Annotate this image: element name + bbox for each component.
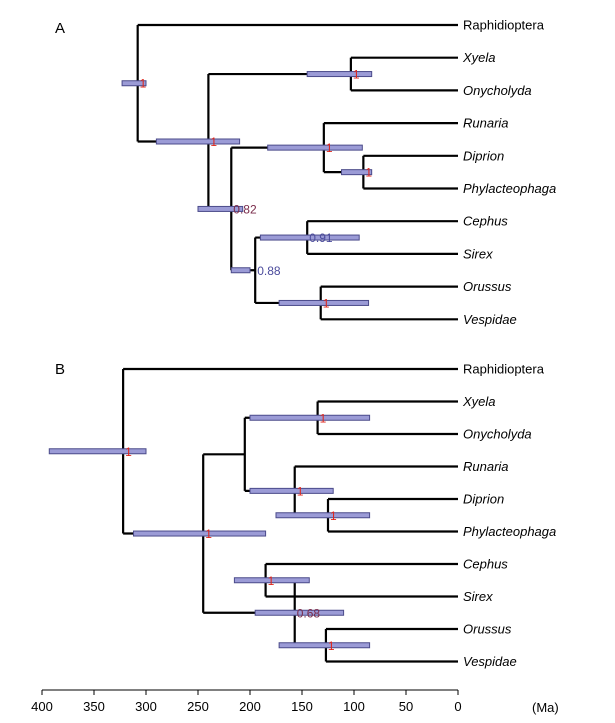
posterior-support-label: 0.91 bbox=[309, 231, 333, 245]
tip-label-onycholyda: Onycholyda bbox=[463, 427, 532, 442]
panel-a-label: A bbox=[55, 20, 65, 37]
hpd-interval-bar bbox=[275, 512, 371, 519]
tip-label-diprion: Diprion bbox=[463, 148, 504, 163]
tip-label-diprion: Diprion bbox=[463, 492, 504, 507]
tip-label-orussus: Orussus bbox=[463, 622, 512, 637]
tip-label-sirex: Sirex bbox=[463, 589, 493, 604]
hpd-interval-bar bbox=[121, 80, 147, 87]
hpd-interval-bar bbox=[254, 609, 345, 616]
tip-label-raphidioptera: Raphidioptera bbox=[463, 18, 545, 33]
hpd-interval-bar bbox=[233, 577, 310, 584]
tip-label-cephus: Cephus bbox=[463, 214, 508, 229]
tip-label-runaria: Runaria bbox=[463, 116, 509, 131]
axis-tick-label: 0 bbox=[454, 699, 461, 714]
axis-tick-label: 350 bbox=[83, 699, 105, 714]
hpd-interval-bar bbox=[249, 414, 371, 421]
hpd-interval-bar bbox=[306, 71, 373, 78]
hpd-interval-bar bbox=[278, 642, 371, 649]
posterior-support-label: 1 bbox=[297, 484, 304, 498]
posterior-support-label: 1 bbox=[140, 77, 147, 91]
hpd-interval-bar bbox=[341, 169, 373, 176]
posterior-support-label: 0.68 bbox=[297, 606, 321, 620]
tip-label-phylacteophaga: Phylacteophaga bbox=[463, 524, 556, 539]
axis-tick-label: 150 bbox=[291, 699, 313, 714]
tip-label-runaria: Runaria bbox=[463, 459, 509, 474]
time-axis: (Ma) 400 350 300 250 200 150 100 50 0 bbox=[31, 689, 559, 715]
panel-b-label: B bbox=[55, 361, 65, 378]
axis-tick-label: 200 bbox=[239, 699, 261, 714]
tip-label-xyela: Xyela bbox=[462, 394, 496, 409]
tip-label-vespidae: Vespidae bbox=[463, 312, 517, 327]
hpd-interval-bar bbox=[267, 144, 363, 151]
posterior-support-label: 0.82 bbox=[233, 202, 257, 216]
hpd-interval-bar bbox=[197, 205, 244, 212]
tip-label-cephus: Cephus bbox=[463, 557, 508, 572]
posterior-support-label: 1 bbox=[205, 527, 212, 541]
posterior-support-label: 1 bbox=[125, 445, 132, 459]
posterior-support-label: 1 bbox=[365, 166, 372, 180]
tip-label-raphidioptera: Raphidioptera bbox=[463, 362, 545, 377]
tip-label-xyela: Xyela bbox=[462, 50, 496, 65]
axis-unit-label: (Ma) bbox=[532, 700, 559, 715]
panel-b-tree: B RaphidiopteraXyelaOnycholydaRunariaDip… bbox=[48, 361, 556, 669]
axis-tick-label: 250 bbox=[187, 699, 209, 714]
posterior-support-label: 1 bbox=[268, 574, 275, 588]
posterior-support-label: 1 bbox=[323, 296, 330, 310]
posterior-support-label: 0.88 bbox=[257, 264, 281, 278]
posterior-support-label: 1 bbox=[328, 639, 335, 653]
axis-tick-label: 300 bbox=[135, 699, 157, 714]
posterior-support-label: 1 bbox=[353, 68, 360, 82]
hpd-interval-bar bbox=[278, 299, 370, 306]
axis-tick-label: 400 bbox=[31, 699, 53, 714]
tip-label-phylacteophaga: Phylacteophaga bbox=[463, 181, 556, 196]
hpd-interval-bar bbox=[230, 267, 251, 274]
posterior-support-label: 1 bbox=[330, 509, 337, 523]
posterior-support-label: 1 bbox=[320, 411, 327, 425]
tip-label-orussus: Orussus bbox=[463, 279, 512, 294]
hpd-interval-bar bbox=[259, 234, 360, 241]
hpd-interval-bar bbox=[133, 530, 267, 537]
axis-tick-label: 100 bbox=[343, 699, 365, 714]
hpd-interval-bar bbox=[48, 448, 147, 455]
hpd-interval-bar bbox=[249, 487, 334, 494]
hpd-interval-bar bbox=[155, 138, 241, 145]
tip-label-vespidae: Vespidae bbox=[463, 654, 517, 669]
tip-label-onycholyda: Onycholyda bbox=[463, 83, 532, 98]
posterior-support-label: 1 bbox=[210, 135, 217, 149]
panel-a-tree: A RaphidiopteraXyelaOnycholydaRunariaDip… bbox=[55, 18, 556, 327]
tip-label-sirex: Sirex bbox=[463, 246, 493, 261]
axis-tick-label: 50 bbox=[399, 699, 413, 714]
posterior-support-label: 1 bbox=[326, 141, 333, 155]
